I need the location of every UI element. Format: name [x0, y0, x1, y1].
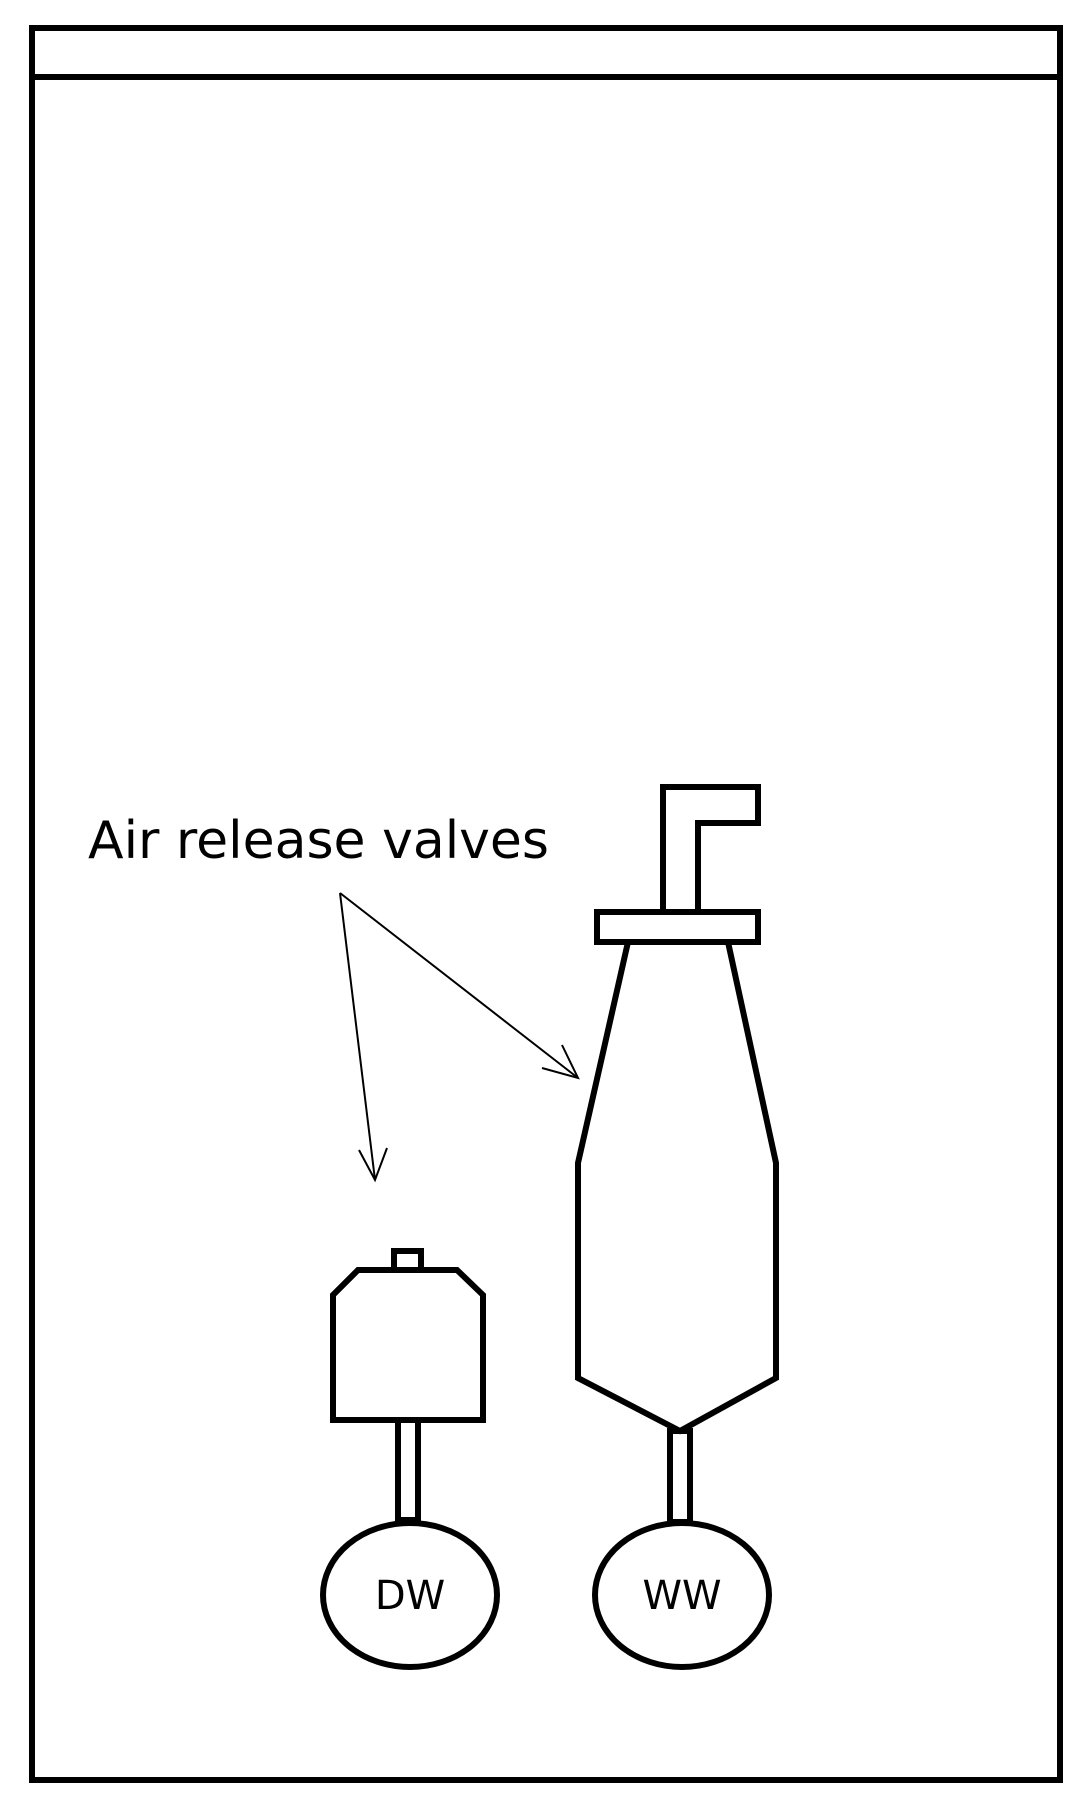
arrowhead-dw: [358, 1147, 388, 1183]
annotation-label: Air release valves: [88, 811, 549, 871]
leader-line-dw: [339, 892, 376, 1181]
dw-valve-base: [320, 1520, 500, 1670]
ww-valve: WW: [575, 784, 779, 1670]
ww-label: WW: [642, 1573, 721, 1619]
leader-arrows: [339, 892, 580, 1183]
dw-valve: DW: [320, 1248, 500, 1670]
ww-valve-base: [592, 1520, 772, 1670]
dw-valve-stem: [395, 1417, 421, 1523]
dw-label: DW: [375, 1573, 445, 1619]
dw-valve-body: [330, 1267, 486, 1423]
ww-valve-stem: [667, 1428, 693, 1525]
ww-valve-body: [575, 939, 779, 1435]
ww-valve-flange: [594, 909, 761, 945]
arrowhead-ww: [541, 1044, 580, 1080]
enclosure-frame: [29, 25, 1063, 1783]
leader-line-ww: [339, 892, 579, 1079]
ww-valve-outlet-pipe: [660, 784, 761, 915]
